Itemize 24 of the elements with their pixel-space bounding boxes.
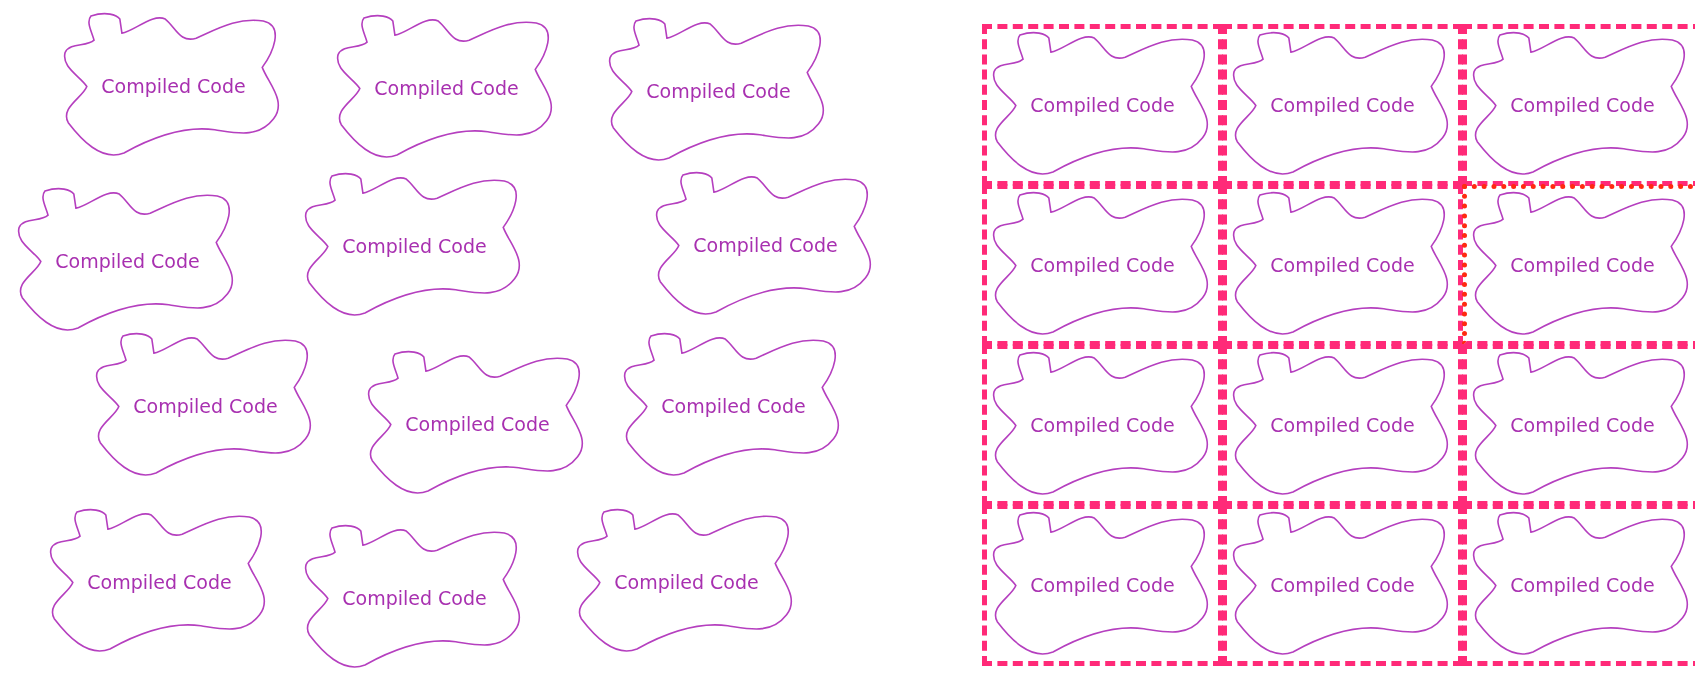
blob-label: Compiled Code (405, 413, 550, 435)
blob-label: Compiled Code (1030, 94, 1175, 116)
blob-label: Compiled Code (342, 235, 487, 257)
blob-label: Compiled Code (1510, 254, 1655, 276)
blob-label: Compiled Code (1510, 574, 1655, 596)
blob-label: Compiled Code (1270, 254, 1415, 276)
blob-label: Compiled Code (1030, 574, 1175, 596)
blob-label: Compiled Code (342, 587, 487, 609)
blob-label: Compiled Code (693, 234, 838, 256)
blob-label: Compiled Code (101, 75, 246, 97)
blob-label: Compiled Code (646, 80, 791, 102)
blob-label: Compiled Code (374, 77, 519, 99)
blob-label: Compiled Code (1030, 414, 1175, 436)
blob-label: Compiled Code (1030, 254, 1175, 276)
blob-label: Compiled Code (133, 395, 278, 417)
blob-label: Compiled Code (1270, 94, 1415, 116)
blob-label: Compiled Code (1270, 414, 1415, 436)
blob-label: Compiled Code (1510, 414, 1655, 436)
blob-label: Compiled Code (55, 250, 200, 272)
blob-label: Compiled Code (1270, 574, 1415, 596)
blob-label: Compiled Code (87, 571, 232, 593)
blob-label: Compiled Code (661, 395, 806, 417)
blob-label: Compiled Code (1510, 94, 1655, 116)
blob-label: Compiled Code (614, 571, 759, 593)
